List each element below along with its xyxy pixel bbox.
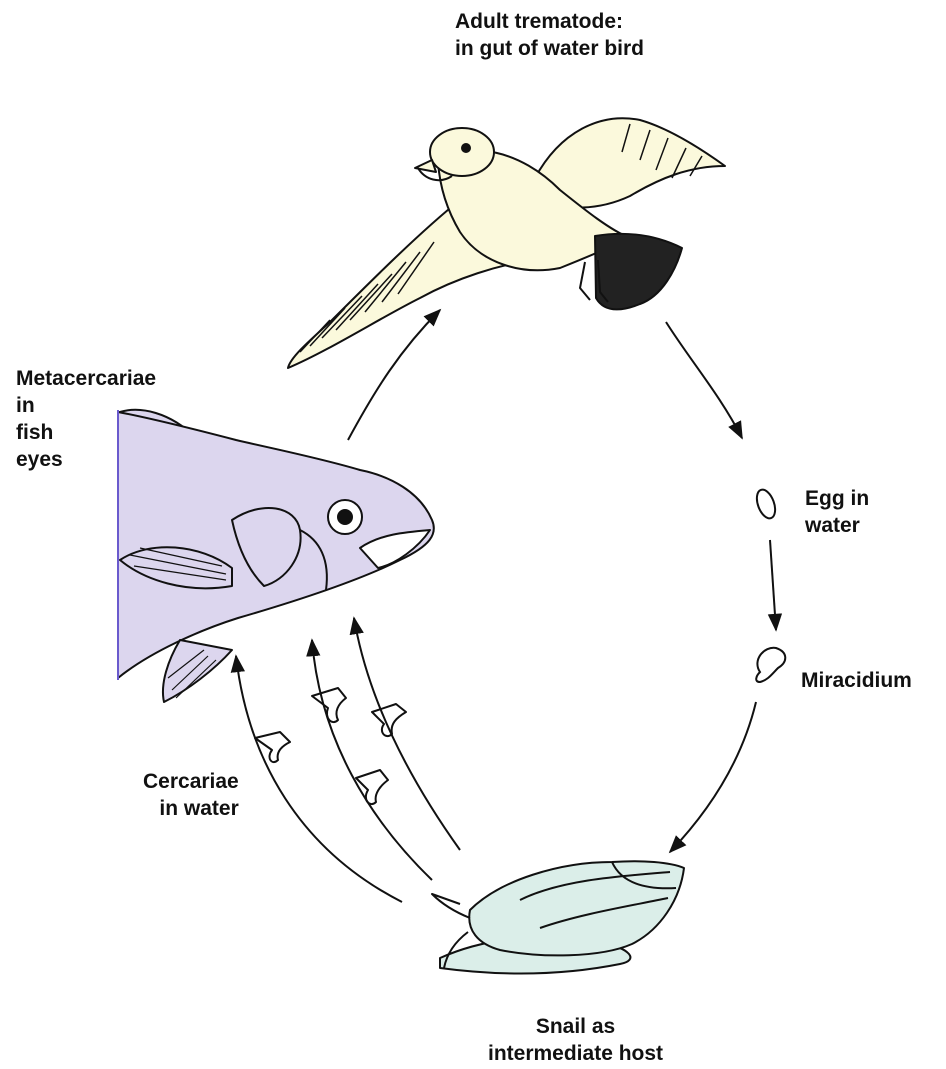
label-line: in gut of water bird [455,35,644,62]
label-line: water [805,512,869,539]
label-line: Egg in [805,485,869,512]
arrow-snail-to-fish-2 [312,640,432,880]
arrow-miracidium-to-snail [670,702,756,852]
label-line: Miracidium [801,667,912,694]
label-line: intermediate host [488,1040,663,1067]
arrow-egg-to-miracidium [770,540,776,630]
label-line: in water [143,795,239,822]
label-snail-host: Snail as intermediate host [488,1013,663,1067]
label-line: Adult trematode: [455,8,644,35]
label-line: eyes [16,446,156,473]
label-metacercariae: Metacercariae in fish eyes [16,365,156,473]
miracidium-icon [756,648,785,682]
arrow-snail-to-fish-3 [354,618,460,850]
egg-icon [753,487,778,521]
label-line: fish [16,419,156,446]
arrow-bird-to-egg [666,322,742,438]
fish-icon [118,410,434,702]
snail-icon [432,861,684,973]
label-line: Snail as [488,1013,663,1040]
label-cercariae: Cercariae in water [143,768,239,822]
gull-icon [288,118,725,368]
label-line: Metacercariae [16,365,156,392]
cycle-arrows [236,310,776,902]
label-line: in [16,392,156,419]
label-miracidium: Miracidium [801,667,912,694]
label-egg-in-water: Egg in water [805,485,869,539]
label-adult-trematode: Adult trematode: in gut of water bird [455,8,644,62]
label-line: Cercariae [143,768,239,795]
